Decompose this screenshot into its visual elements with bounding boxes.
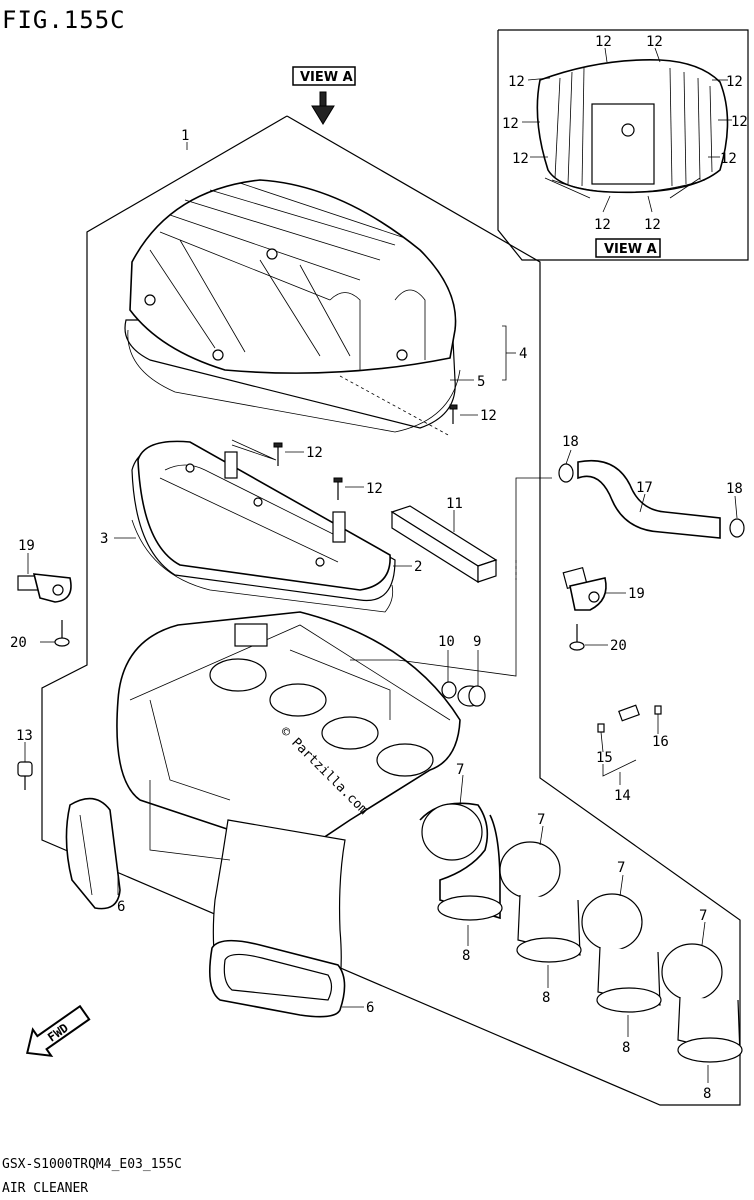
callout-20-b: 20 [610,638,627,654]
fwd-arrow: FWD [26,1004,91,1057]
view-a-inset-label-box [595,238,661,258]
inset-callout-12: 12 [508,74,525,90]
callout-7-b: 7 [537,812,545,828]
inset-callout-12: 12 [512,151,529,167]
callout-5: 5 [477,374,485,390]
callout-7-c: 7 [617,860,625,876]
callout-8-a: 8 [462,948,470,964]
intake-duct [209,939,364,1018]
callout-3: 3 [100,531,108,547]
figure-code: GSX-S1000TRQM4_E03_155C [2,1157,182,1172]
screw-12 [273,442,304,466]
sensor-19-right [562,566,626,611]
sponge-11 [390,505,498,584]
cover-center-panel [591,103,655,185]
view-a-inset: 12 12 12 12 12 12 12 12 12 12 VIEW A [497,29,749,261]
assembly-outline [41,115,741,1106]
callout-19-a: 19 [18,538,35,554]
fitting-15-16 [597,704,662,785]
funnel-7-c [581,874,662,1037]
bolt-20-left [40,620,70,647]
callout-15: 15 [596,750,613,766]
callout-17: 17 [636,480,653,496]
inset-callout-12: 12 [594,217,611,233]
callout-20-a: 20 [10,635,27,651]
cover-gasket [127,329,461,433]
inset-callout-12: 12 [646,34,663,50]
callout-4: 4 [519,346,527,362]
plug-9 [457,685,486,707]
funnel-7-a [419,774,503,946]
callout-6-a: 6 [117,899,125,915]
bolt-20-right [569,624,608,651]
side-seal [65,797,121,910]
funnel-7-d [661,921,743,1083]
callout-7-a: 7 [456,762,464,778]
callout-14: 14 [614,788,631,804]
figure-name: AIR CLEANER [2,1181,88,1196]
callout-8-d: 8 [703,1086,711,1102]
sensor-19-left [17,553,72,603]
inset-callout-12: 12 [502,116,519,132]
callout-18-a: 18 [562,434,579,450]
view-a-arrow: VIEW A [292,66,356,125]
grommet-13 [17,742,33,790]
callout-10: 10 [438,634,455,650]
screw-12 [449,404,478,424]
callout-19-b: 19 [628,586,645,602]
callout-8-b: 8 [542,990,550,1006]
callout-16: 16 [652,734,669,750]
breather-hose-17 [558,449,745,539]
air-filter-element [131,440,396,613]
callout-18-b: 18 [726,481,743,497]
callout-12-b: 12 [306,445,323,461]
callout-7-d: 7 [699,908,707,924]
callout-12-c: 12 [366,481,383,497]
inset-callout-12: 12 [731,114,748,130]
callout-1: 1 [181,128,189,144]
callout-9: 9 [473,634,481,650]
air-cleaner-case [116,611,461,1011]
figure-title: FIG.155C [2,6,126,34]
callout-13: 13 [16,728,33,744]
view-a-inset-label: VIEW A [604,242,657,257]
inset-callout-12: 12 [726,74,743,90]
funnel-7-b [499,825,582,988]
callout-6-b: 6 [366,1000,374,1016]
air-cleaner-cover [124,179,457,429]
callout-12-a: 12 [480,408,497,424]
view-a-label: VIEW A [300,70,353,85]
inset-callout-12: 12 [644,217,661,233]
callout-2: 2 [414,559,422,575]
callout-11: 11 [446,496,463,512]
inset-callout-12: 12 [720,151,737,167]
inset-callout-12: 12 [595,34,612,50]
clamp-10 [441,681,457,699]
screw-12 [333,477,364,500]
callout-8-c: 8 [622,1040,630,1056]
